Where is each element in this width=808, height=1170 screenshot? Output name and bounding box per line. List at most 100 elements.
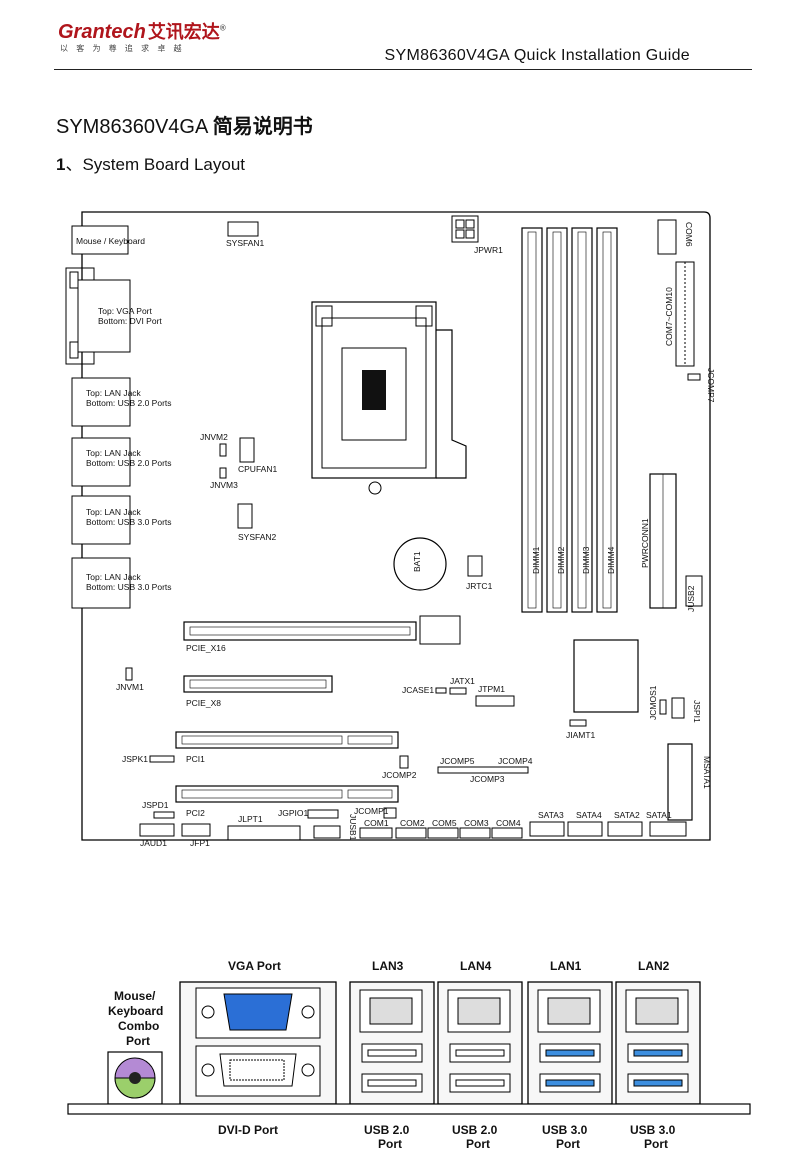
sysfan1-header (227, 221, 259, 237)
jcomp7-jumper (687, 373, 701, 381)
jnvm3-jumper (219, 467, 227, 479)
com5-header (427, 827, 459, 839)
logo-slogan: 以 客 为 尊 追 求 卓 越 (60, 44, 185, 53)
lan-usb-stack-1 (71, 377, 131, 427)
sata4-connector (567, 821, 603, 837)
jcmos1-jumper (659, 699, 667, 715)
lan3-usb20-stack (349, 981, 435, 1105)
jatx1-label: JATX1 (450, 676, 475, 686)
battery-bat1 (393, 537, 447, 591)
jcomp2-jumper (399, 755, 409, 769)
lan4-title: LAN4 (460, 959, 492, 973)
header-rule (54, 69, 752, 70)
lan-top-label-3: Top: LAN Jack (86, 507, 142, 517)
jcomp7-label: JCOMP7 (706, 368, 716, 403)
com2-label: COM2 (400, 818, 425, 828)
msata1-label: MSATA1 (702, 756, 712, 789)
dimm3-label: DIMM3 (581, 546, 591, 574)
jnvm3-label: JNVM3 (210, 480, 238, 490)
jcomp2-label: JCOMP2 (382, 770, 417, 780)
jaud1-label: JAUD1 (140, 838, 167, 848)
jcomp1-jumper (383, 807, 397, 819)
jnvm2-label: JNVM2 (200, 432, 228, 442)
jtpm1-header (475, 695, 515, 707)
usb-bottom-label-1: Bottom: USB 2.0 Ports (86, 398, 172, 408)
cpu-socket (311, 301, 467, 495)
mouse-keyboard-connector (71, 225, 129, 255)
sata3-connector (529, 821, 565, 837)
jspd1-label: JSPD1 (142, 800, 169, 810)
jcomp4-label: JCOMP4 (498, 756, 533, 766)
section-title: System Board Layout (82, 155, 245, 174)
mouse-title-line4: Port (126, 1034, 150, 1048)
jrtc1-label: JRTC1 (466, 581, 493, 591)
jnvm1-jumper (125, 667, 133, 681)
logo-brand: Grantech (58, 21, 146, 43)
sysfan2-label: SYSFAN2 (238, 532, 277, 542)
pci2-slot (175, 785, 399, 803)
cpufan1-header (239, 437, 255, 463)
sata3-label: SATA3 (538, 810, 564, 820)
doc-title: SYM86360V4GA 简易说明书 (56, 110, 313, 139)
com7-com10-label: COM7~COM10 (664, 287, 674, 346)
jcomp1-label: JCOMP1 (354, 806, 389, 816)
lan-top-label-1: Top: LAN Jack (86, 388, 142, 398)
section-heading: 1、System Board Layout (56, 150, 245, 175)
jusb1-header (313, 825, 341, 839)
jrtc1-jumper (467, 555, 483, 577)
usb-bottom-label-2: Bottom: USB 2.0 Ports (86, 458, 172, 468)
mouse-keyboard-label: Mouse / Keyboard (76, 236, 145, 246)
dvi-bottom-label: Bottom: DVI Port (98, 316, 162, 326)
dimm4-label: DIMM4 (606, 546, 616, 574)
jlpt1-header (227, 825, 301, 841)
com1-label: COM1 (364, 818, 389, 828)
lan-top-label-4: Top: LAN Jack (86, 572, 142, 582)
bat1-label: BAT1 (412, 551, 422, 572)
com6-label: COM6 (684, 222, 694, 247)
dvi-port-title: DVI-D Port (218, 1123, 278, 1137)
jcomp5-label: JCOMP5 (440, 756, 475, 766)
jcmos1-label: JCMOS1 (648, 685, 658, 720)
vga-dvi-housing (179, 981, 337, 1105)
doc-title-cn: 简易说明书 (212, 116, 313, 138)
lan-usb-stack-2 (71, 437, 131, 487)
com5-label: COM5 (432, 818, 457, 828)
usb-bottom-label-3: Bottom: USB 3.0 Ports (86, 517, 172, 527)
usb20-title-1: USB 2.0 (364, 1123, 410, 1137)
sata2-connector (607, 821, 643, 837)
pcie-x16-slot (183, 615, 461, 645)
usb30-port-2: Port (644, 1137, 668, 1151)
jspi1-label: JSPI1 (692, 700, 702, 723)
jspd1-header (153, 811, 175, 819)
com2-header (395, 827, 427, 839)
vga-top-label: Top: VGA Port (98, 306, 152, 316)
usb30-title-2: USB 3.0 (630, 1123, 676, 1137)
lan1-usb30-stack (527, 981, 613, 1105)
jspk1-header (149, 755, 175, 763)
pcie-x8-slot (183, 675, 333, 693)
jfp1-label: JFP1 (190, 838, 210, 848)
cpufan1-label: CPUFAN1 (238, 464, 277, 474)
jgpio1-label: JGPIO1 (278, 808, 309, 818)
jgpio1-header (307, 809, 339, 819)
lan3-title: LAN3 (372, 959, 404, 973)
sata1-connector (649, 821, 687, 837)
com3-header (459, 827, 491, 839)
sysfan2-header (237, 503, 253, 529)
pwrconn1-connector (649, 473, 677, 609)
com7-com10-header (675, 261, 695, 367)
mouse-title-line2: Keyboard (108, 1004, 163, 1018)
usb20-port-1: Port (378, 1137, 402, 1151)
usb20-port-2: Port (466, 1137, 490, 1151)
chipset-ic (573, 639, 639, 713)
usb30-title-1: USB 3.0 (542, 1123, 588, 1137)
mouse-title-line3: Combo (118, 1019, 159, 1033)
jspk1-label: JSPK1 (122, 754, 148, 764)
usb20-title-2: USB 2.0 (452, 1123, 498, 1137)
usb-bottom-label-4: Bottom: USB 3.0 Ports (86, 582, 172, 592)
com6-header (657, 219, 677, 255)
jcase1-label: JCASE1 (402, 685, 434, 695)
jusb1-label: JUSB1 (348, 814, 358, 841)
lan2-usb30-stack (615, 981, 701, 1105)
msata1-slot (667, 743, 693, 821)
